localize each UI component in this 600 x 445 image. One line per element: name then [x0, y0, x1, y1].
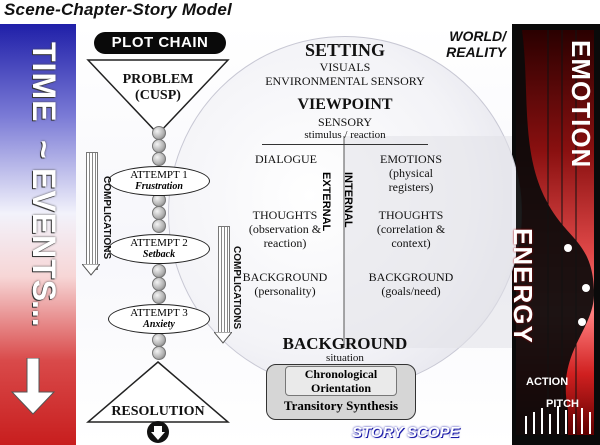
energy-label: ENERGY: [508, 228, 538, 344]
pitch-label: PITCH: [546, 398, 579, 410]
chain-bead: [152, 346, 166, 360]
internal-background-sub: (goals/need): [381, 284, 441, 298]
attempt-1-sub: Frustration: [135, 181, 183, 192]
time-label: TIME: [26, 42, 62, 123]
world-label: WORLD/: [449, 28, 506, 44]
external-thoughts-sub1: (observation &: [248, 222, 322, 236]
setting-line2: ENVIRONMENTAL SENSORY: [265, 74, 425, 88]
tilde-separator: ~: [26, 140, 62, 159]
chain-bead: [152, 219, 166, 233]
attempt-3-sub: Anxiety: [143, 319, 175, 330]
chain-bead: [152, 264, 166, 278]
complications-arrow-icon: [214, 332, 232, 344]
attempt-1: ATTEMPT 1 Frustration: [108, 166, 210, 196]
chain-bead: [152, 290, 166, 304]
circle-split: [343, 136, 512, 348]
reality-label: REALITY: [446, 44, 506, 60]
external-thoughts-sub2: reaction): [263, 236, 307, 250]
complications-label-left: COMPLICATIONS: [101, 176, 112, 260]
viewpoint-heading: VIEWPOINT: [297, 96, 393, 113]
viewpoint-line1: SENSORY: [317, 115, 373, 129]
ellipsis-label: ...: [26, 300, 62, 327]
viewpoint-divider: [262, 144, 428, 145]
energy-curve: [516, 30, 595, 435]
internal-background: BACKGROUND: [368, 270, 454, 284]
chain-bead: [152, 277, 166, 291]
plot-chain-label: PLOT CHAIN: [94, 32, 226, 54]
cusp-label: (CUSP): [135, 88, 181, 103]
external-thoughts: THOUGHTS: [252, 208, 318, 222]
internal-thoughts-sub2: context): [391, 236, 431, 250]
problem-label: PROBLEM: [122, 72, 194, 87]
complications-arrow-icon: [82, 264, 100, 276]
complications-label-right: COMPLICATIONS: [231, 246, 242, 330]
story-scope-label: STORY SCOPE: [352, 424, 460, 441]
complications-bar-right: [218, 226, 230, 336]
attempt-3: ATTEMPT 3 Anxiety: [108, 304, 210, 334]
attempt-3-title: ATTEMPT 3: [130, 307, 188, 319]
internal-label: INTERNAL: [342, 172, 354, 228]
internal-thoughts-sub1: (correlation &: [376, 222, 446, 236]
internal-emotions: EMOTIONS: [380, 152, 442, 166]
complications-bar-left: [86, 152, 98, 270]
internal-thoughts: THOUGHTS: [378, 208, 444, 222]
chain-bead: [152, 126, 166, 140]
pitch-bars: [525, 406, 591, 434]
down-arrow-icon: [10, 358, 56, 415]
viewpoint-line2: stimulus / reaction: [304, 129, 386, 141]
internal-emotions-sub2: registers): [388, 180, 434, 194]
attempt-2: ATTEMPT 2 Setback: [108, 234, 210, 264]
chain-bead: [152, 333, 166, 347]
attempt-2-title: ATTEMPT 2: [130, 237, 188, 249]
internal-emotions-sub1: (physical: [389, 166, 433, 180]
background-heading: BACKGROUND: [282, 334, 408, 353]
attempt-2-sub: Setback: [142, 249, 176, 260]
setting-line1: VISUALS: [319, 60, 371, 74]
external-dialogue: DIALOGUE: [255, 152, 317, 166]
chrono-line1: Chronological: [304, 367, 378, 381]
external-background: BACKGROUND: [242, 270, 328, 284]
events-label: EVENTS: [26, 168, 62, 303]
chain-bead: [152, 152, 166, 166]
attempt-1-title: ATTEMPT 1: [130, 169, 188, 181]
background-situation: situation: [326, 352, 364, 364]
emotion-label: EMOTION: [566, 40, 596, 169]
chrono-line2: Orientation: [311, 381, 371, 395]
setting-heading: SETTING: [304, 40, 386, 60]
external-background-sub: (personality): [254, 284, 316, 298]
chronological-box: Chronological Orientation Transitory Syn…: [266, 364, 416, 420]
resolution-down-arrow-icon: [147, 421, 169, 443]
page-title: Scene-Chapter-Story Model: [4, 0, 232, 19]
transitory-synthesis: Transitory Synthesis: [283, 398, 399, 413]
chain-bead: [152, 139, 166, 153]
action-label: ACTION: [526, 376, 569, 388]
external-label: EXTERNAL: [320, 172, 332, 232]
chain-bead: [152, 206, 166, 220]
problem-triangle: [86, 59, 230, 136]
resolution-label: RESOLUTION: [111, 404, 205, 419]
